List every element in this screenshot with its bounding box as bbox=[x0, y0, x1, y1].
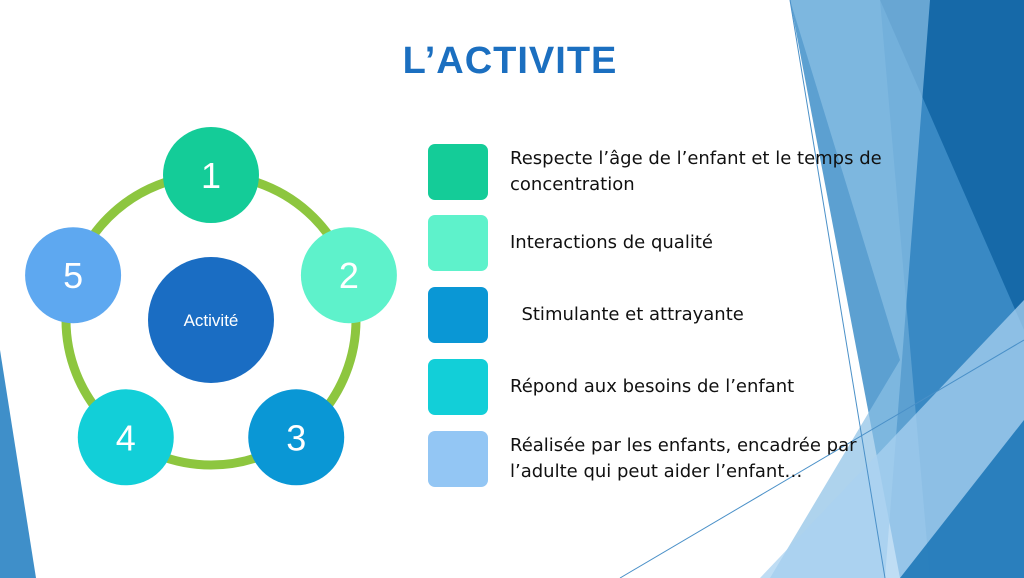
cycle-node-label-2: 2 bbox=[339, 255, 359, 296]
cycle-node-3 bbox=[248, 389, 345, 486]
legend-text: Réalisée par les enfants, encadrée par l… bbox=[510, 435, 863, 482]
center-label: Activité bbox=[184, 311, 239, 330]
bg-thin-line-1 bbox=[789, 0, 886, 578]
legend-swatch bbox=[428, 144, 488, 200]
cycle-node-5 bbox=[25, 227, 122, 324]
bg-facet-left bbox=[0, 350, 36, 578]
legend-swatch bbox=[428, 287, 488, 343]
cycle-diagram: Activité 1 2 3 4 5 bbox=[25, 127, 397, 486]
legend-swatch bbox=[428, 359, 488, 415]
center-circle bbox=[148, 257, 274, 383]
cycle-node-label-3: 3 bbox=[286, 417, 306, 458]
cycle-node-4 bbox=[77, 389, 174, 486]
bg-facet-right-light bbox=[770, 0, 930, 578]
cycle-node-label-5: 5 bbox=[63, 255, 83, 296]
legend-text: Interactions de qualité bbox=[510, 232, 713, 253]
legend-swatch bbox=[428, 431, 488, 487]
cycle-node-2 bbox=[300, 227, 397, 324]
slide-title: L’ACTIVITE bbox=[402, 40, 618, 82]
cycle-node-1 bbox=[163, 127, 259, 223]
bg-facet-lower-dark bbox=[900, 420, 1024, 578]
bg-thin-line-2 bbox=[619, 339, 1024, 578]
cycle-node-label-4: 4 bbox=[116, 417, 136, 458]
legend-text: Répond aux besoins de l’enfant bbox=[510, 376, 795, 397]
legend-text: Respecte l’âge de l’enfant et le temps d… bbox=[510, 148, 888, 195]
cycle-node-label-1: 1 bbox=[201, 155, 221, 196]
legend-text: Stimulante et attrayante bbox=[510, 304, 744, 325]
legend-swatch bbox=[428, 215, 488, 271]
